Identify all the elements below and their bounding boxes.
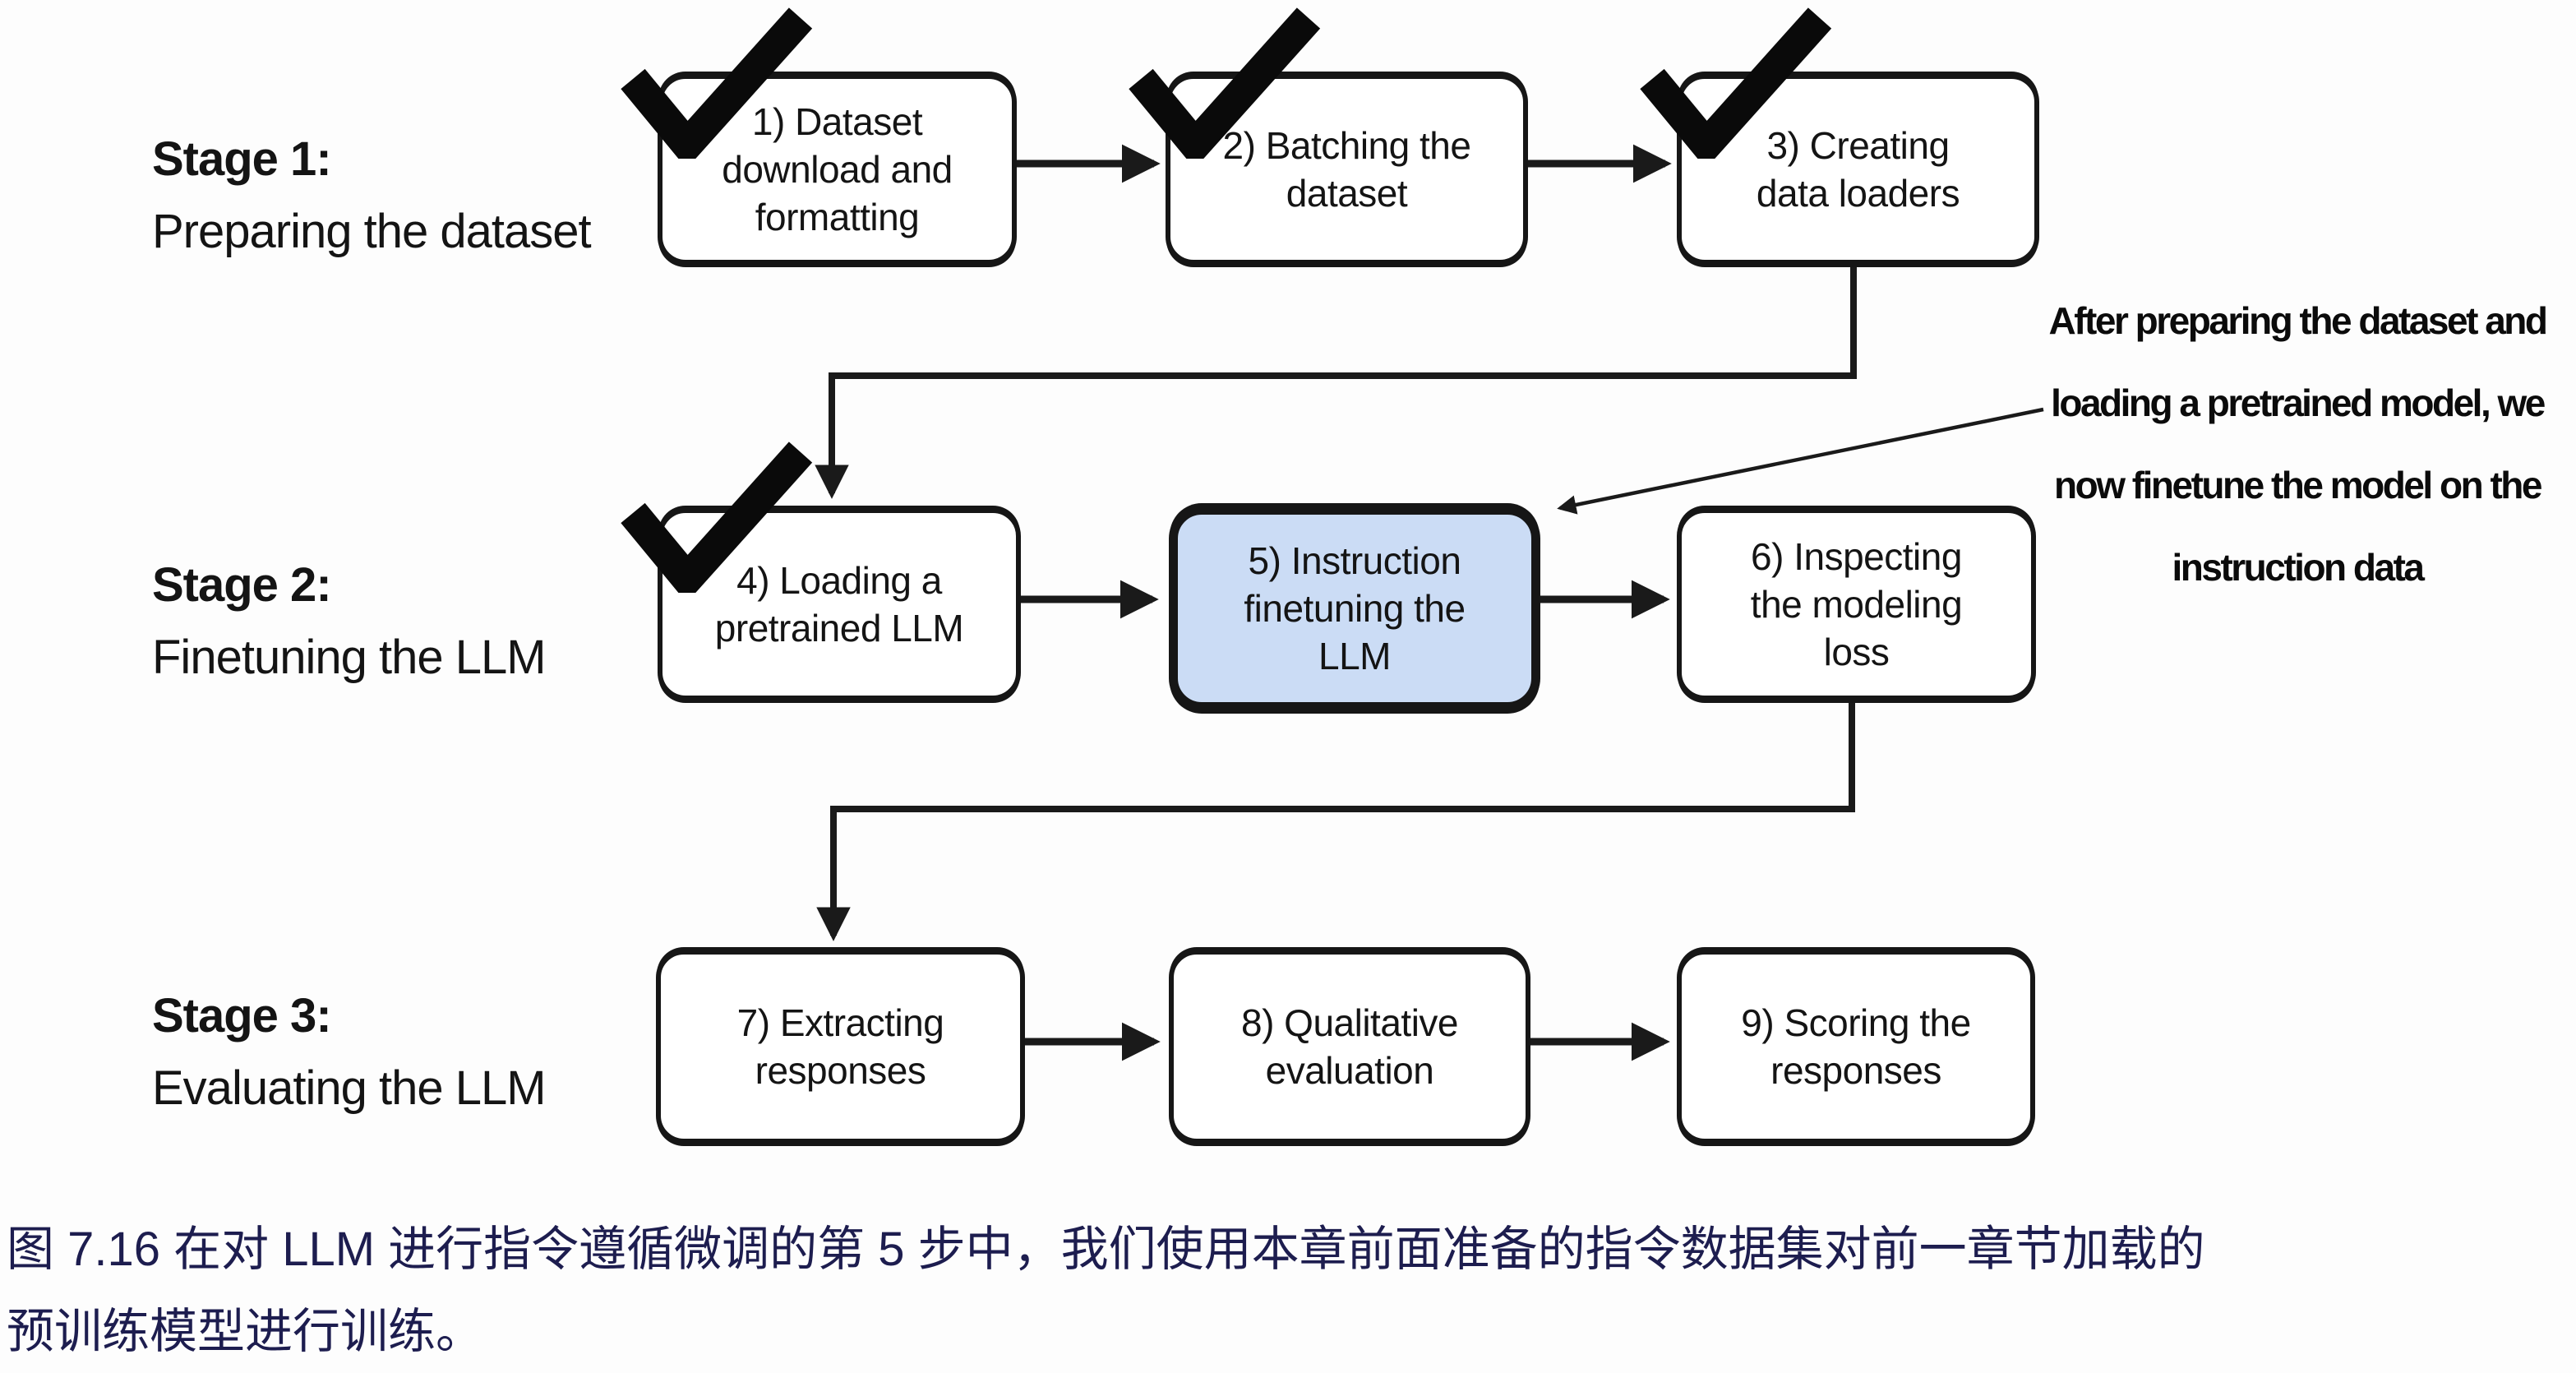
stage-1-title: Stage 1: [152,132,332,186]
stage-3-title: Stage 3: [152,989,332,1042]
stage-3-label: Stage 3: Evaluating the LLM [152,980,547,1125]
arrow-step3-step4 [815,258,1857,499]
figure-caption: 图 7.16 在对 LLM 进行指令遵循微调的第 5 步中，我们使用本章前面准备… [7,1223,2205,1358]
stage-2-label: Stage 2: Finetuning the LLM [152,549,547,694]
stage-2-title: Stage 2: [152,558,332,612]
stage-2-subtitle: Finetuning the LLM [152,631,547,684]
arrow-step6-step7 [816,694,1855,941]
stage-1-subtitle: Preparing the dataset [152,205,592,258]
stage-1-label: Stage 1: Preparing the dataset [152,123,592,268]
stage-3-subtitle: Evaluating the LLM [152,1061,547,1115]
annotation-pointer-arrow [1557,407,2044,515]
